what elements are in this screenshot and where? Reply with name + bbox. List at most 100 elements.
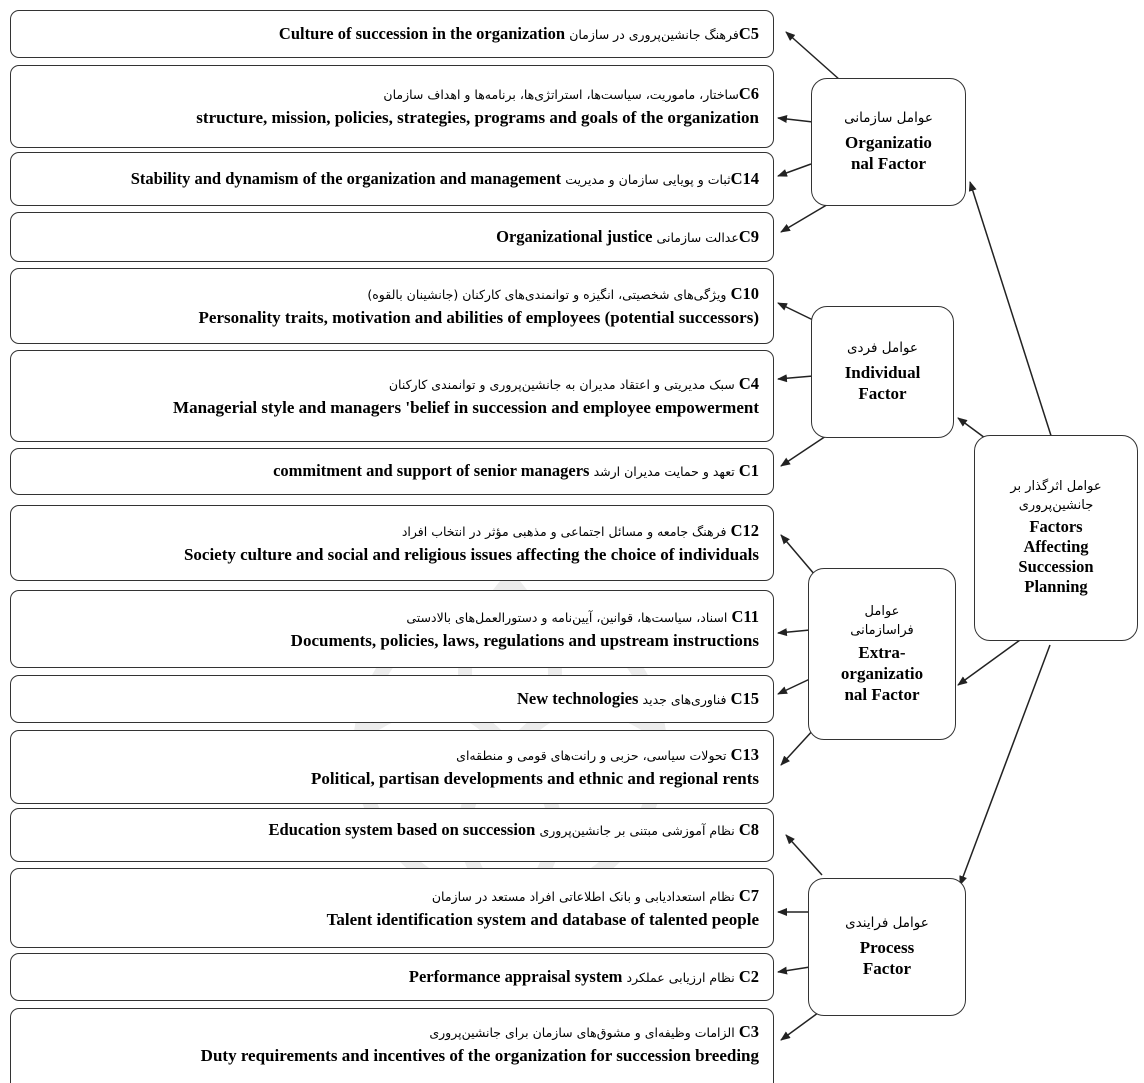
c14-persian: ثبات و پویایی سازمان و مدیریت <box>565 171 731 187</box>
ext-factor-persian-1: عوامل <box>864 603 900 619</box>
c6-persian: ساختار، ماموریت، سیاست‌ها، استراتژی‌ها، … <box>383 87 739 102</box>
criterion-c3: الزامات وظیفه‌ای و مشوق‌های سازمان برای … <box>10 1008 774 1083</box>
factor-extra-organizational: عوامل فراسازمانی Extra- organizatio nal … <box>808 568 956 740</box>
c10-english: Personality traits, motivation and abili… <box>198 307 759 327</box>
c15-code: C15 <box>730 688 759 708</box>
criterion-c5: Culture of succession in the organizatio… <box>10 10 774 58</box>
arrow-ind-c1 <box>780 435 827 467</box>
criterion-c15: New technologies فناوری‌های جدید C15 <box>10 675 774 723</box>
c5-persian: فرهنگ جانشین‌پروری در سازمان <box>569 26 739 42</box>
c5-code: C5 <box>738 23 759 43</box>
ext-factor-en-2: organizatio <box>840 663 924 683</box>
arrow-ext-c13 <box>780 727 816 766</box>
criterion-c4: سبک مدیریتی و اعتقاد مدیران به جانشین‌پر… <box>10 350 774 442</box>
criterion-c2: Performance appraisal system نظام ارزیاب… <box>10 953 774 1001</box>
c11-english: Documents, policies, laws, regulations a… <box>290 630 759 650</box>
proc-factor-persian: عوامل فرایندی <box>845 915 929 931</box>
root-en-1: Factors <box>1029 517 1083 536</box>
root-en-4: Planning <box>1024 577 1088 596</box>
arrow-ind-c4 <box>777 374 814 383</box>
arrow-proc-c2 <box>777 966 811 975</box>
c7-persian: نظام استعدادیابی و بانک اطلاعاتی افراد م… <box>431 888 735 904</box>
c3-persian: الزامات وظیفه‌ای و مشوق‌های سازمان برای … <box>429 1025 735 1040</box>
c10-persian: ویژگی‌های شخصیتی، انگیزه و توانمندی‌های … <box>367 286 727 302</box>
factor-process: عوامل فرایندی Process Factor <box>808 878 966 1016</box>
criterion-c14: Stability and dynamism of the organizati… <box>10 152 774 206</box>
c12-code: C12 <box>730 520 759 540</box>
c11-persian: اسناد، سیاست‌ها، قوانین، آیین‌نامه و دست… <box>406 609 728 625</box>
org-factor-en-1: Organizatio <box>845 133 932 152</box>
c15-persian: فناوری‌های جدید <box>642 691 727 707</box>
c11-code: C11 <box>731 606 759 626</box>
arrow-proc-c3 <box>780 1009 823 1041</box>
root-persian-2: جانشین‌پروری <box>1018 498 1094 513</box>
criterion-c1: commitment and support of senior manager… <box>10 448 774 495</box>
criterion-c8: Education system based on succession نظا… <box>10 808 774 862</box>
criterion-c13: تحولات سیاسی، حزبی و رانت‌های قومی و منط… <box>10 730 774 804</box>
c8-persian: نظام آموزشی مبتنی بر جانشین‌پروری <box>539 823 735 838</box>
factor-individual: عوامل فردی Individual Factor <box>811 306 954 438</box>
criterion-c7: نظام استعدادیابی و بانک اطلاعاتی افراد م… <box>10 868 774 948</box>
c1-code: C1 <box>738 461 759 480</box>
arrow-org-c9 <box>780 202 831 233</box>
arrow-ext-c15 <box>777 677 813 695</box>
arrow-root-to-org <box>968 181 1055 446</box>
arrow-ind-c10 <box>777 302 814 321</box>
c12-english: Society culture and social and religious… <box>183 544 759 564</box>
c9-persian: عدالت سازمانی <box>656 229 739 245</box>
c13-english: Political, partisan developments and eth… <box>310 768 759 788</box>
c2-persian: نظام ارزیابی عملکرد <box>626 969 735 985</box>
arrow-ext-c11 <box>777 628 811 637</box>
c4-english: Managerial style and managers 'belief in… <box>173 397 759 417</box>
ext-factor-persian-2: فراسازمانی <box>850 622 914 638</box>
c5-english: Culture of succession in the organizatio… <box>278 23 566 43</box>
org-factor-en-2: nal Factor <box>850 154 927 173</box>
arrow-root-to-proc <box>959 644 1051 886</box>
c8-code: C8 <box>738 820 759 839</box>
ext-factor-en-3: nal Factor <box>844 684 920 704</box>
ind-factor-en-2: Factor <box>858 384 907 403</box>
c2-code: C2 <box>738 966 759 986</box>
c7-code: C7 <box>738 885 759 905</box>
arrow-proc-c8 <box>785 834 823 876</box>
c4-code: C4 <box>738 373 759 393</box>
ext-factor-en-1: Extra- <box>858 642 906 662</box>
root-en-3: Succession <box>1018 557 1094 576</box>
c6-english: structure, mission, policies, strategies… <box>196 108 759 127</box>
c14-english: Stability and dynamism of the organizati… <box>130 168 562 188</box>
c13-code: C13 <box>730 744 759 764</box>
c9-code: C9 <box>738 226 759 246</box>
criterion-c11: اسناد، سیاست‌ها، قوانین، آیین‌نامه و دست… <box>10 590 774 668</box>
ind-factor-en-1: Individual <box>844 363 921 382</box>
factor-organizational: عوامل سازمانی Organizatio nal Factor <box>811 78 966 206</box>
proc-factor-en-1: Process <box>859 938 915 957</box>
c2-english: Performance appraisal system <box>408 966 623 986</box>
c4-persian: سبک مدیریتی و اعتقاد مدیران به جانشین‌پر… <box>388 376 735 392</box>
arrow-org-c5 <box>785 31 841 81</box>
ind-factor-persian: عوامل فردی <box>846 340 918 356</box>
arrow-org-c14 <box>777 163 812 177</box>
arrow-root-to-ext <box>957 639 1021 686</box>
c6-code: C6 <box>738 84 759 103</box>
c1-persian: تعهد و حمایت مدیران ارشد <box>593 464 735 479</box>
c3-code: C3 <box>738 1022 759 1041</box>
c3-english: Duty requirements and incentives of the … <box>200 1046 759 1065</box>
c7-english: Talent identification system and databas… <box>326 909 759 929</box>
criterion-c9: Organizational justice عدالت سازمانیC9 <box>10 212 774 262</box>
org-factor-persian: عوامل سازمانی <box>844 110 933 126</box>
root-en-2: Affecting <box>1023 537 1089 556</box>
proc-factor-en-2: Factor <box>862 959 912 978</box>
c8-english: Education system based on succession <box>268 820 536 839</box>
arrow-org-c6 <box>777 115 814 123</box>
root-persian-1: عوامل اثرگذار بر <box>1010 479 1102 494</box>
arrow-ext-c12 <box>780 534 816 576</box>
c9-english: Organizational justice <box>496 226 653 246</box>
c1-english: commitment and support of senior manager… <box>273 461 590 480</box>
c10-code: C10 <box>730 283 759 303</box>
criterion-c6: ساختار، ماموریت، سیاست‌ها، استراتژی‌ها، … <box>10 65 774 148</box>
root-factors-affecting-succession: عوامل اثرگذار بر جانشین‌پروری Factors Af… <box>974 435 1138 641</box>
criterion-c10: ویژگی‌های شخصیتی، انگیزه و توانمندی‌های … <box>10 268 774 344</box>
c12-persian: فرهنگ جامعه و مسائل اجتماعی و مذهبی مؤثر… <box>401 523 727 539</box>
c14-code: C14 <box>730 168 759 188</box>
